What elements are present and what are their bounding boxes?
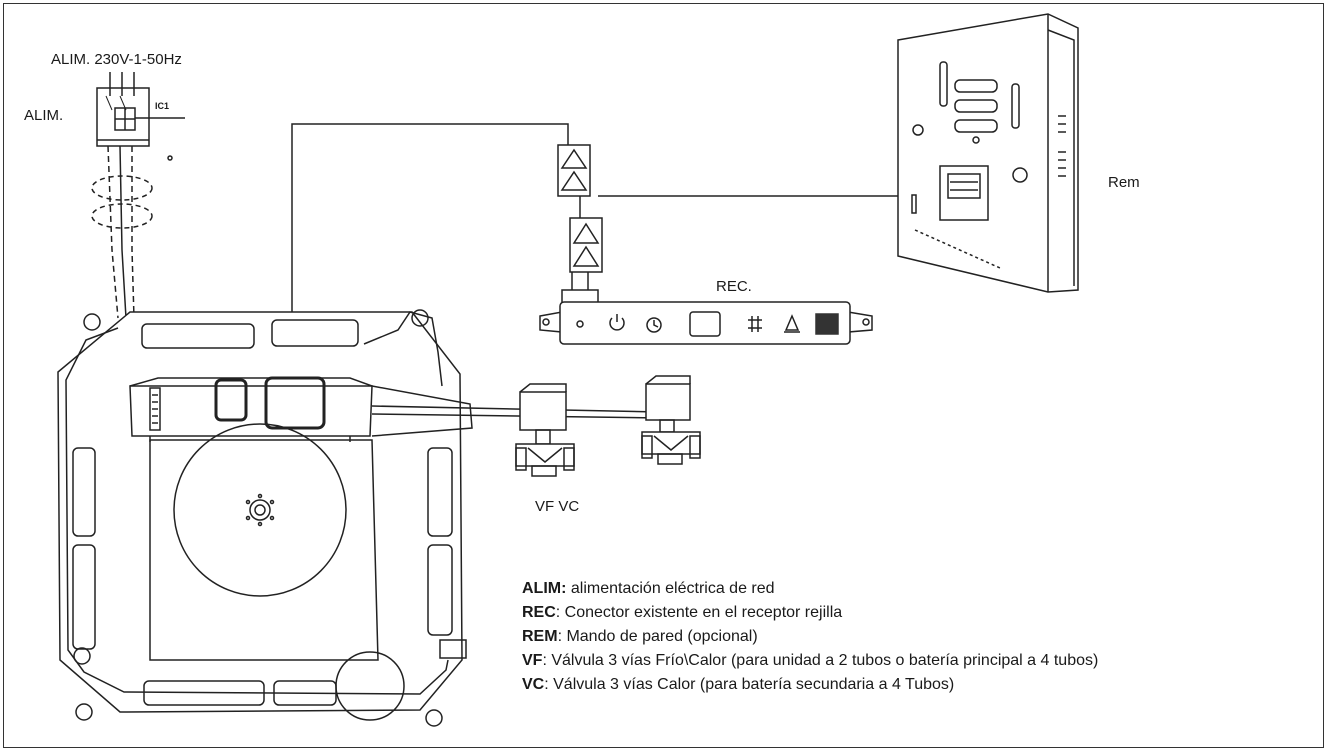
supply-cable [91, 145, 153, 319]
legend-text: : Conector existente en el receptor reji… [555, 604, 843, 621]
power-breaker [96, 72, 185, 161]
legend-text: : Mando de pared (opcional) [557, 628, 758, 645]
legend-key: VC [522, 676, 545, 693]
legend-item: REM: Mando de pared (opcional) [522, 625, 1098, 649]
legend-key: ALIM: [522, 580, 567, 597]
legend-key: REC [522, 604, 556, 621]
legend-key: REM [522, 628, 558, 645]
legend: ALIM: alimentación eléctrica de red REC:… [522, 577, 1098, 697]
wall-remote [897, 13, 1079, 293]
alim-label: ALIM. [24, 107, 64, 124]
legend-text: : Válvula 3 vías Calor (para batería sec… [544, 676, 955, 693]
rec-label: REC. [716, 278, 752, 295]
valve-vf [515, 383, 575, 477]
legend-item: VC: Válvula 3 vías Calor (para batería s… [522, 673, 1098, 697]
legend-text: alimentación eléctrica de red [566, 580, 775, 597]
grille-receiver [539, 289, 873, 345]
connector-lower [569, 217, 603, 273]
legend-text: : Válvula 3 vías Frío\Calor (para unidad… [542, 652, 1099, 669]
legend-item: REC: Conector existente en el receptor r… [522, 601, 1098, 625]
diagram-frame [3, 3, 1324, 748]
supply-voltage-label: ALIM. 230V-1-50Hz [51, 51, 182, 68]
legend-item: ALIM: alimentación eléctrica de red [522, 577, 1098, 601]
valve-vc [641, 375, 701, 465]
vf-vc-label: VF VC [535, 498, 580, 515]
connector-upper [557, 144, 591, 197]
rem-label: Rem [1108, 174, 1140, 191]
legend-key: VF [522, 652, 543, 669]
legend-item: VF: Válvula 3 vías Frío\Calor (para unid… [522, 649, 1098, 673]
cassette-unit [57, 309, 661, 727]
ic1-label: IC1 [155, 101, 170, 111]
